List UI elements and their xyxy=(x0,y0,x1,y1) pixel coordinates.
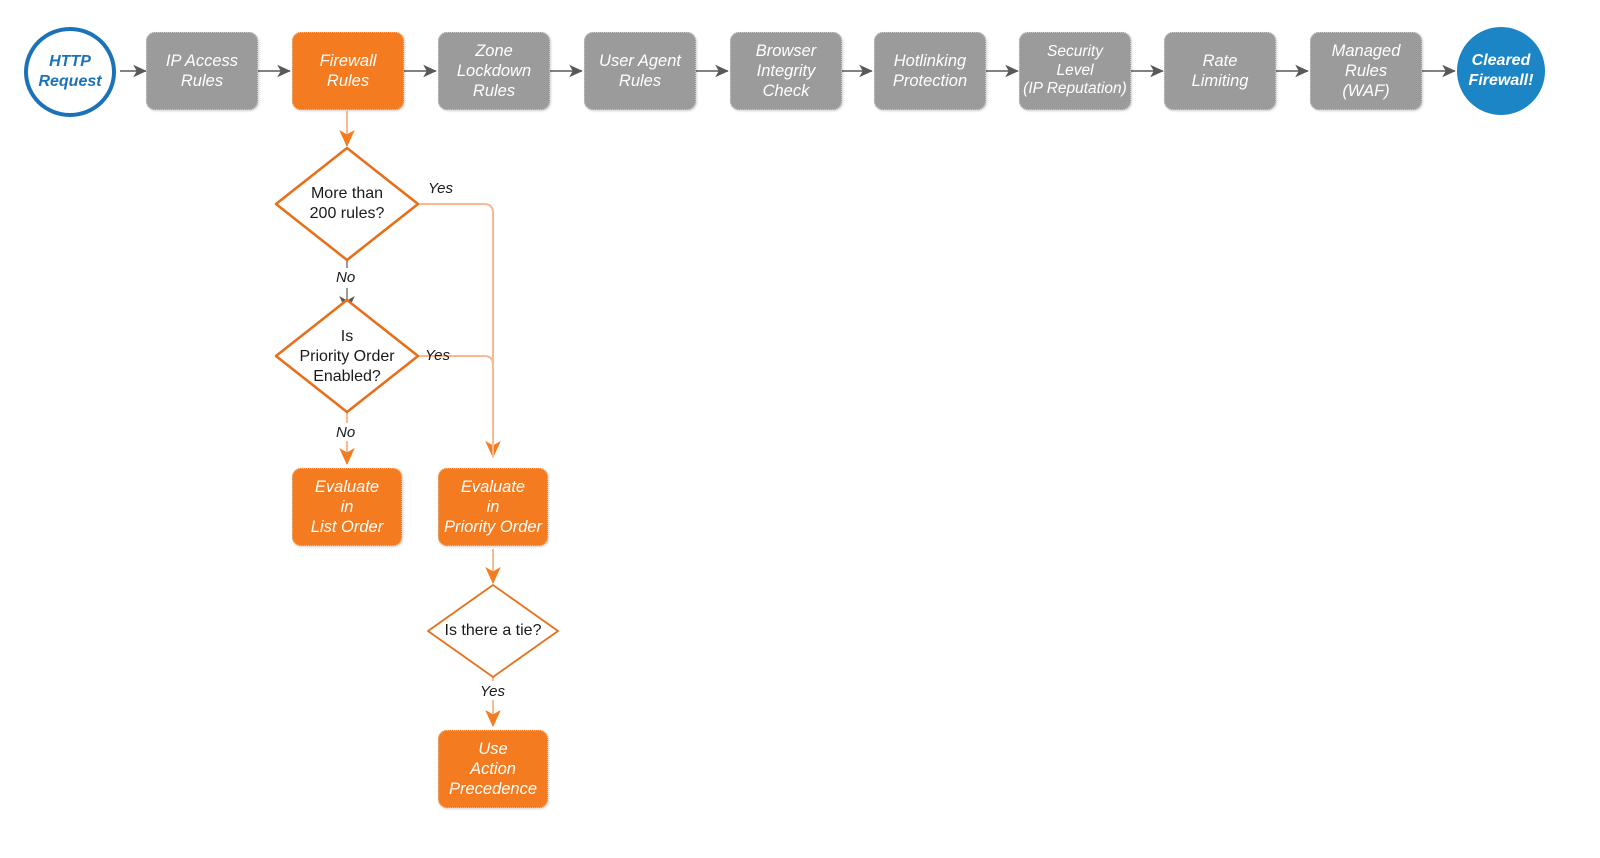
edge-label-text: Yes xyxy=(425,347,451,364)
node-evaluate-in-priority-order-label: Evaluate in Priority Order xyxy=(443,477,543,537)
decision-is-there-a-tie-label: Is there a tie? xyxy=(444,622,542,639)
node-user-agent-rules[interactable]: User Agent Rules xyxy=(584,32,696,110)
node-firewall-rules-label: Firewall Rules xyxy=(319,51,377,90)
node-http-request-label: HTTP Request xyxy=(38,53,102,90)
node-zone-lockdown-rules-label: Zone Lockdown Rules xyxy=(456,41,532,101)
node-ip-access-rules-label: IP Access Rules xyxy=(165,51,239,90)
node-evaluate-in-list-order[interactable]: Evaluate in List Order xyxy=(292,468,402,546)
edge-label-text: No xyxy=(336,269,356,286)
node-hotlinking-protection[interactable]: Hotlinking Protection xyxy=(874,32,986,110)
node-ip-access-rules[interactable]: IP Access Rules xyxy=(146,32,258,110)
decision-is-priority-order-enabled[interactable]: Is Priority Order Enabled? xyxy=(272,324,422,390)
edge-label-text: Yes xyxy=(428,180,454,197)
node-rate-limiting[interactable]: Rate Limiting xyxy=(1164,32,1276,110)
node-zone-lockdown-rules[interactable]: Zone Lockdown Rules xyxy=(438,32,550,110)
decision-is-there-a-tie[interactable]: Is there a tie? xyxy=(423,618,563,644)
edge-label-priority-order-yes: Yes xyxy=(425,347,450,364)
node-rate-limiting-label: Rate Limiting xyxy=(1191,51,1249,90)
node-browser-integrity-check-label: Browser Integrity Check xyxy=(755,41,817,101)
edge-label-text: Yes xyxy=(480,683,506,700)
node-evaluate-in-priority-order[interactable]: Evaluate in Priority Order xyxy=(438,468,548,546)
decision-is-priority-order-enabled-label: Is Priority Order Enabled? xyxy=(299,328,395,385)
edge-label-text: No xyxy=(336,424,356,441)
node-security-level-label: Security Level (IP Reputation) xyxy=(1023,42,1127,98)
node-firewall-rules[interactable]: Firewall Rules xyxy=(292,32,404,110)
edge-rules-count-yes xyxy=(418,203,501,458)
node-user-agent-rules-label: User Agent Rules xyxy=(599,51,681,90)
node-hotlinking-protection-label: Hotlinking Protection xyxy=(892,51,968,90)
node-cleared-firewall[interactable]: Cleared Firewall! xyxy=(1457,27,1545,115)
node-browser-integrity-check[interactable]: Browser Integrity Check xyxy=(730,32,842,110)
node-managed-rules-waf-label: Managed Rules (WAF) xyxy=(1331,41,1401,101)
node-cleared-firewall-label: Cleared Firewall! xyxy=(1468,52,1534,89)
node-use-action-precedence-label: Use Action Precedence xyxy=(448,739,538,799)
edge-priority-order-yes xyxy=(418,355,494,457)
decision-more-than-200-rules-label: More than 200 rules? xyxy=(309,185,385,222)
node-use-action-precedence[interactable]: Use Action Precedence xyxy=(438,730,548,808)
edge-label-priority-order-no: No xyxy=(336,424,355,441)
node-http-request[interactable]: HTTP Request xyxy=(24,27,116,117)
edge-label-tie-yes: Yes xyxy=(480,683,505,700)
edge-label-rules-count-yes: Yes xyxy=(428,180,453,197)
node-managed-rules-waf[interactable]: Managed Rules (WAF) xyxy=(1310,32,1422,110)
node-evaluate-in-list-order-label: Evaluate in List Order xyxy=(310,477,384,537)
node-security-level[interactable]: Security Level (IP Reputation) xyxy=(1019,32,1131,110)
edge-label-rules-count-no: No xyxy=(336,269,355,286)
decision-more-than-200-rules[interactable]: More than 200 rules? xyxy=(277,178,417,230)
